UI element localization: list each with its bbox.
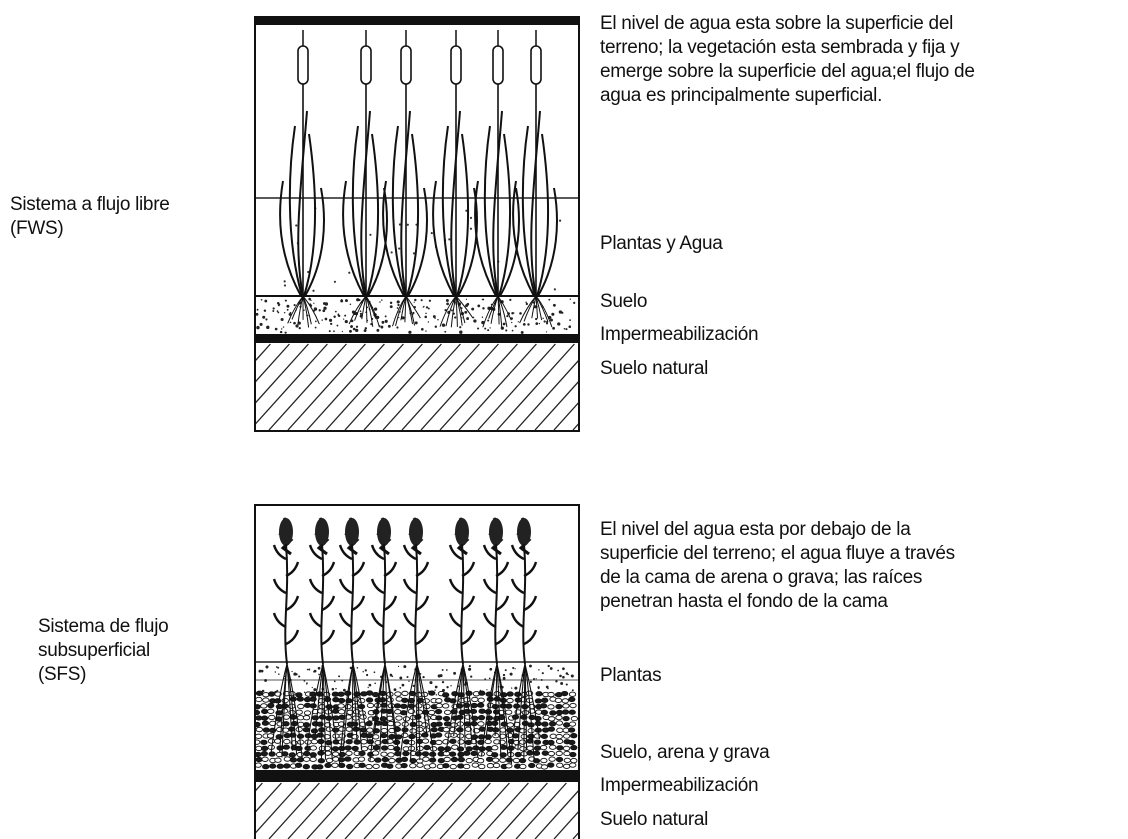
fws-layer-natural-soil: Suelo natural — [600, 357, 708, 381]
sfs-layer-natural-soil: Suelo natural — [600, 808, 708, 832]
sfs-description: El nivel del agua esta por debajo de la … — [600, 518, 955, 614]
sfs-system-label: Sistema de flujo subsuperficial (SFS) — [38, 615, 168, 687]
sfs-impermeable-layer — [256, 770, 578, 782]
sfs-layer-plants: Plantas — [600, 664, 661, 688]
fws-impermeable-layer — [256, 334, 578, 343]
sfs-layer-impermeable: Impermeabilización — [600, 774, 758, 798]
sfs-diagram — [254, 504, 580, 839]
fws-diagram — [254, 16, 580, 432]
fws-system-label: Sistema a flujo libre (FWS) — [10, 193, 170, 241]
fws-layer-plants-water: Plantas y Agua — [600, 232, 723, 256]
sfs-layer-soil-sand-gravel: Suelo, arena y grava — [600, 741, 769, 765]
fws-layer-soil: Suelo — [600, 290, 647, 314]
fws-layer-impermeable: Impermeabilización — [600, 323, 758, 347]
fws-description: El nivel de agua esta sobre la superfici… — [600, 12, 975, 108]
